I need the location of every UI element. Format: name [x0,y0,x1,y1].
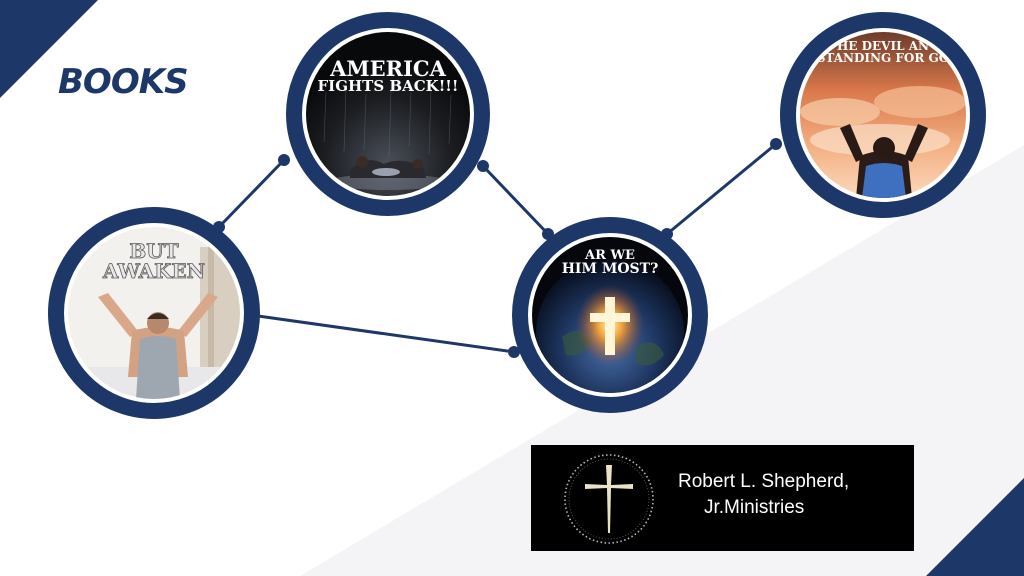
cover-title-earth: AR WE HIM MOST? [532,249,688,277]
cover-line: HIM MOST? [561,261,659,278]
connector-awaken-earth [257,314,515,354]
book-standing-for-god[interactable]: HE DEVIL AN STANDING FOR GO [780,12,986,218]
man-under-sunset-clouds-illustration [800,32,966,198]
cover-line: BUT [129,239,179,263]
corner-triangle-bottom-right [926,478,1024,576]
corner-triangle-top-left [0,0,98,98]
book-cover-america: AMERICA FIGHTS BACK!!! [306,32,470,196]
glowing-earth-cross-illustration [532,237,688,393]
connector-lines [217,142,777,354]
cover-line: STANDING FOR GO [816,51,950,66]
ministry-logo-banner: Robert L. Shepherd, Jr.Ministries [531,445,914,551]
book-but-awaken[interactable]: BUT AWAKEN [48,207,260,419]
book-america-fights-back[interactable]: AMERICA FIGHTS BACK!!! [286,12,490,216]
page-title: BOOKS [58,62,189,102]
cover-title-devil: HE DEVIL AN STANDING FOR GO [800,39,966,66]
man-stretching-illustration [68,227,240,399]
cover-title-awaken: BUT AWAKEN [68,239,240,284]
book-cover-devil: HE DEVIL AN STANDING FOR GO [800,32,966,198]
connector-america-earth [481,164,550,236]
cover-line: FIGHTS BACK!!! [317,77,459,96]
book-cover-earth: AR WE HIM MOST? [532,237,688,393]
book-cover-awaken: BUT AWAKEN [68,227,240,399]
connector-earth-devil [666,142,777,236]
cross-icon [564,454,654,544]
cover-line: AR WE [585,248,635,263]
connector-awaken-america [217,158,286,229]
cover-line: HE DEVIL AN [836,39,930,53]
ministry-name-line2: Jr.Ministries [704,497,805,518]
rain-boxing-illustration [306,32,470,196]
cover-line: AWAKEN [102,259,206,284]
book-him-most[interactable]: AR WE HIM MOST? [512,217,708,413]
ministry-name: Robert L. Shepherd, Jr.Ministries [678,469,849,521]
cover-line: AMERICA [330,56,446,81]
cover-title-america: AMERICA FIGHTS BACK!!! [306,58,470,95]
ministry-name-line1: Robert L. Shepherd, [678,471,850,492]
